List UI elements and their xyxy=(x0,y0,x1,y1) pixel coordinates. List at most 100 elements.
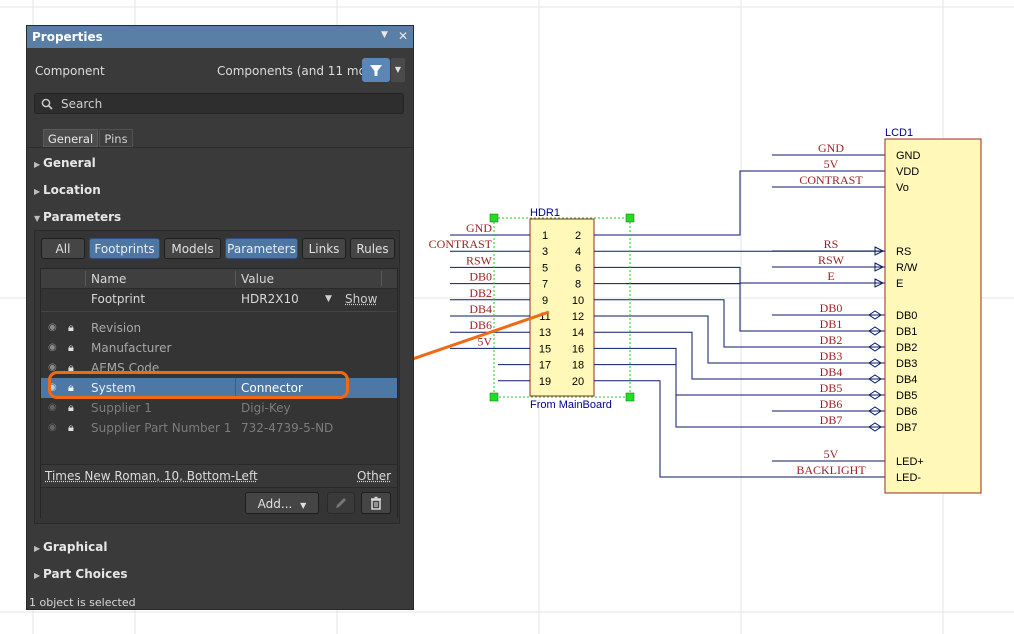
table-row[interactable]: ◉ 🔒︎ Revision xyxy=(41,318,395,338)
tab-pins[interactable]: Pins xyxy=(99,129,133,147)
section-parameters[interactable]: ▼Parameters xyxy=(34,210,122,224)
table-row[interactable]: ◉ 🔒︎ Supplier Part Number 1 732-4739-5-N… xyxy=(41,418,395,438)
lcd1-pin-name: VDD xyxy=(896,166,919,178)
tab-general[interactable]: General xyxy=(43,129,98,147)
delete-button[interactable] xyxy=(361,492,391,514)
visibility-icon[interactable]: ◉ xyxy=(48,342,57,353)
lock-icon[interactable]: 🔒︎ xyxy=(68,381,74,394)
filter-all-button[interactable]: All xyxy=(41,238,85,259)
lcd1-pin-name: LED+ xyxy=(896,456,924,468)
wire xyxy=(626,283,772,332)
hdr1-pin-number: 20 xyxy=(572,376,584,388)
parameter-name: Supplier 1 xyxy=(91,401,152,415)
footprint-row[interactable]: Footprint HDR2X10 ▼ Show xyxy=(41,289,397,309)
net-label: DB6 xyxy=(820,397,843,411)
net-label: DB2 xyxy=(820,333,843,347)
orange-highlight xyxy=(48,371,349,399)
hdr1-pin-number: 14 xyxy=(572,327,584,339)
section-graphical-label: Graphical xyxy=(43,540,108,554)
selection-handle[interactable] xyxy=(625,392,635,402)
section-graphical[interactable]: ▶Graphical xyxy=(34,540,108,554)
lcd1-pin-names: GNDVDDVoRSR/WEDB0DB1DB2DB3DB4DB5DB6DB7LE… xyxy=(896,150,924,484)
add-button[interactable]: Add... ▼ xyxy=(245,492,319,514)
wire xyxy=(626,315,772,364)
hdr1-pin-number: 1 xyxy=(542,230,548,242)
edit-button[interactable] xyxy=(327,492,355,514)
column-name-header[interactable]: Name xyxy=(91,272,127,286)
hdr1-component[interactable]: HDR1 From MainBoard 13579111315171924681… xyxy=(489,207,635,411)
lock-icon[interactable]: 🔒︎ xyxy=(68,421,74,434)
parameter-name: System xyxy=(91,381,136,395)
bidir-port xyxy=(868,390,882,400)
filter-links-button[interactable]: Links xyxy=(302,238,346,259)
panel-titlebar[interactable]: Properties ▼ ✕ xyxy=(27,26,413,48)
net-label: GND xyxy=(466,221,492,235)
section-part-choices[interactable]: ▶Part Choices xyxy=(34,567,128,581)
lcd1-body[interactable] xyxy=(884,138,982,494)
hdr1-pin-number: 5 xyxy=(542,262,548,274)
parameters-body: All Footprints Models Parameters Links R… xyxy=(34,230,400,524)
net-label: 5V xyxy=(824,447,839,461)
chevron-down-icon: ▼ xyxy=(300,501,307,510)
visibility-icon[interactable]: ◉ xyxy=(48,362,57,373)
filter-rules-button[interactable]: Rules xyxy=(350,238,395,259)
hdr1-pin-number: 11 xyxy=(539,311,550,323)
filter-models-button[interactable]: Models xyxy=(164,238,221,259)
visibility-icon[interactable]: ◉ xyxy=(48,402,57,413)
font-info-link[interactable]: Times New Roman, 10, Bottom-Left xyxy=(45,469,258,483)
hdr1-body[interactable] xyxy=(529,218,595,397)
lock-icon[interactable]: 🔒︎ xyxy=(68,361,74,374)
lcd1-pin-name: DB1 xyxy=(896,326,917,338)
parameter-value[interactable]: Connector xyxy=(241,381,303,395)
visibility-icon[interactable]: ◉ xyxy=(48,422,57,433)
footprint-show-link[interactable]: Show xyxy=(345,292,378,306)
section-general[interactable]: ▶General xyxy=(34,156,96,170)
section-location[interactable]: ▶Location xyxy=(34,183,101,197)
component-label: Component xyxy=(35,64,105,78)
selection-handle[interactable] xyxy=(489,213,499,223)
table-footer: Add... ▼ xyxy=(41,487,397,518)
net-label: DB5 xyxy=(820,381,843,395)
net-label: E xyxy=(827,269,834,283)
lcd1-pin-name: DB3 xyxy=(896,358,917,370)
hdr1-pin-number: 16 xyxy=(572,343,584,355)
parameter-value[interactable]: Digi-Key xyxy=(241,401,291,415)
column-value-header[interactable]: Value xyxy=(241,272,274,286)
other-link[interactable]: Other xyxy=(357,469,392,483)
bidir-port xyxy=(868,406,882,416)
pin-icon[interactable]: ▼ xyxy=(381,30,388,40)
net-label: CONTRAST xyxy=(799,173,863,187)
table-row[interactable]: ◉ 🔒︎ Manufacturer xyxy=(41,338,395,358)
net-label: RSW xyxy=(466,253,493,267)
table-row[interactable]: ◉ 🔒︎ Supplier 1 Digi-Key xyxy=(41,398,395,418)
footprint-name: Footprint xyxy=(91,292,146,306)
lcd1-component[interactable]: LCD1 GNDVDDVoRSR/WEDB0DB1DB2DB3DB4DB5DB6… xyxy=(884,127,982,494)
footprint-value[interactable]: HDR2X10 xyxy=(241,292,299,306)
net-label: GND xyxy=(818,141,844,155)
net-label: DB1 xyxy=(820,317,843,331)
hdr1-pin-number: 19 xyxy=(539,376,551,388)
close-icon[interactable]: ✕ xyxy=(398,29,409,43)
filter-dropdown-button[interactable]: ▼ xyxy=(391,58,405,82)
chevron-down-icon[interactable]: ▼ xyxy=(325,294,332,304)
filter-parameters-button[interactable]: Parameters xyxy=(225,238,298,259)
net-label: DB7 xyxy=(820,413,843,427)
lcd1-pin-name: DB5 xyxy=(896,390,917,402)
visibility-icon[interactable]: ◉ xyxy=(48,382,57,393)
filter-button[interactable] xyxy=(362,58,390,82)
selection-handle[interactable] xyxy=(489,392,499,402)
net-label: DB3 xyxy=(820,349,843,363)
parameter-value[interactable]: 732-4739-5-ND xyxy=(241,421,334,435)
parameters-table: Name Value Footprint HDR2X10 ▼ Show ◉ 🔒︎… xyxy=(40,268,398,518)
lcd1-pin-name: LED- xyxy=(896,472,921,484)
wire xyxy=(626,380,772,478)
lock-icon[interactable]: 🔒︎ xyxy=(68,321,74,334)
search-field[interactable]: Search xyxy=(34,93,404,114)
filter-footprints-button[interactable]: Footprints xyxy=(89,238,160,259)
selection-handle[interactable] xyxy=(625,213,635,223)
lock-icon[interactable]: 🔒︎ xyxy=(68,401,74,414)
visibility-icon[interactable]: ◉ xyxy=(48,322,57,333)
lock-icon[interactable]: 🔒︎ xyxy=(68,341,74,354)
table-row-selected[interactable]: ◉ 🔒︎ System Connector xyxy=(41,378,397,398)
